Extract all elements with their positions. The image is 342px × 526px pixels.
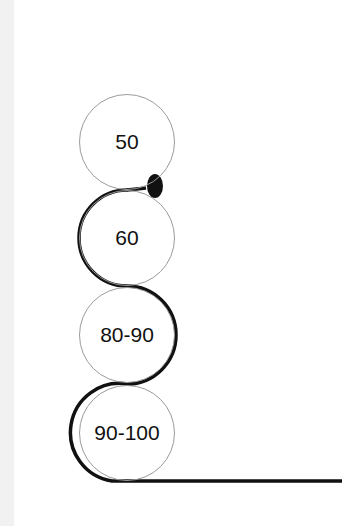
stage-circle: 50 [79,94,175,190]
stage-label: 80-90 [100,323,154,347]
stage-circle: 90-100 [79,385,175,481]
coiled-tube [70,190,342,481]
stage-label: 90-100 [94,421,159,445]
circle-outline [80,191,175,286]
circle-outline [80,288,175,383]
circle-outline [80,386,175,481]
label-holder: 50 [79,94,175,190]
stage-label: 50 [115,130,138,154]
scan-shadow [0,0,14,526]
stage-label: 60 [115,226,138,250]
bulb-symbol [147,174,163,198]
label-holder: 90-100 [79,385,175,481]
label-holder: 60 [79,190,175,286]
stage-circle: 60 [79,190,175,286]
label-holder: 80-90 [79,287,175,383]
stage-circle: 80-90 [79,287,175,383]
circle-outline [80,95,175,190]
